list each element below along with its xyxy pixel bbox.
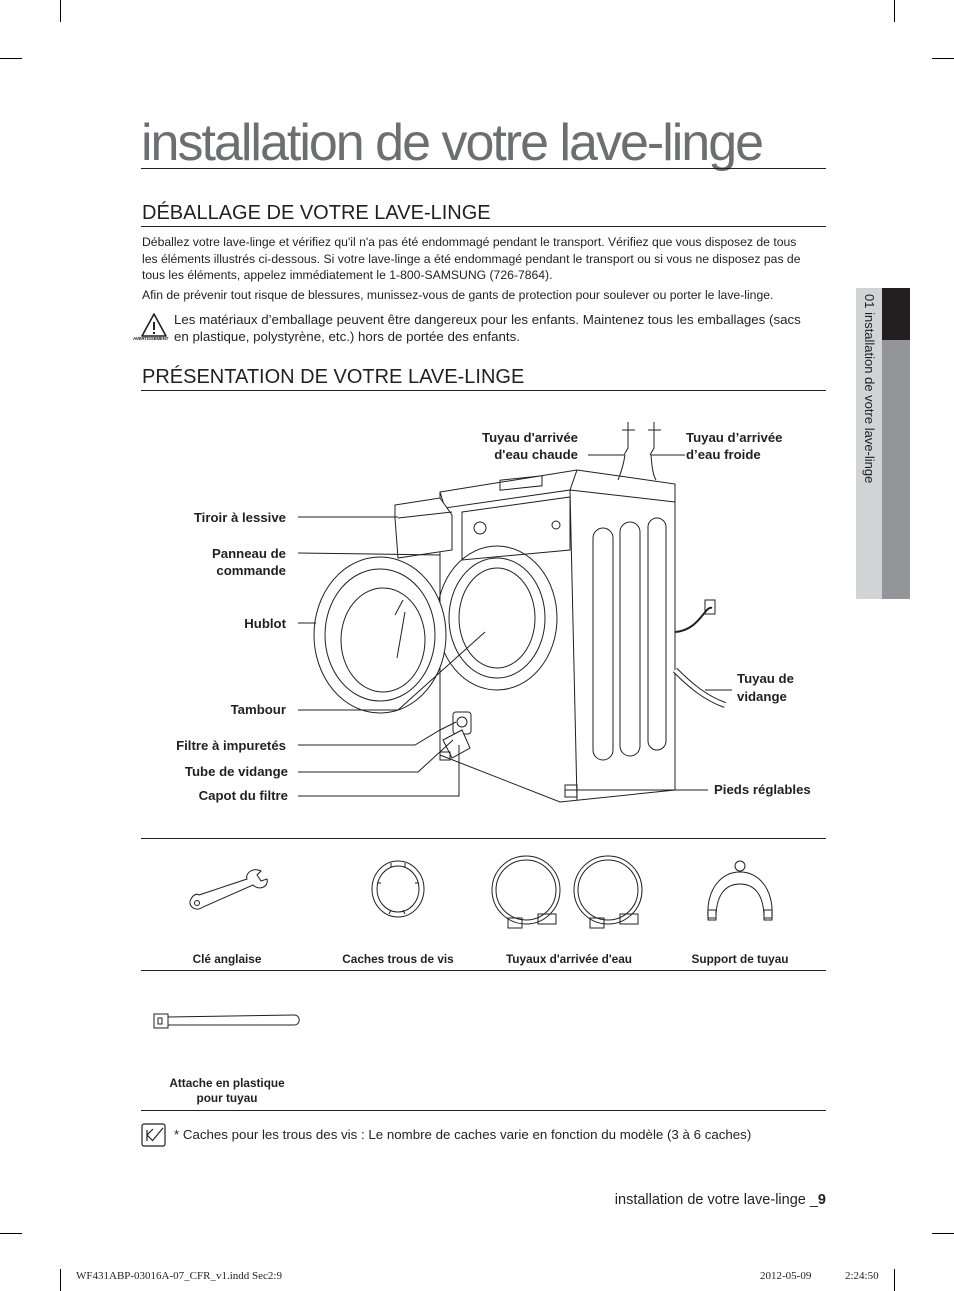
crop-mark <box>932 58 954 59</box>
crop-mark <box>932 1233 954 1234</box>
washer-diagram: Tuyau d'arrivée d'eau chaude Tuyau d’arr… <box>176 422 811 803</box>
label-control-panel-1: Panneau de <box>212 546 286 561</box>
crop-mark <box>894 1269 895 1291</box>
slug-time: 2:24:50 <box>845 1270 879 1282</box>
label-hot-hose-2: d'eau chaude <box>494 447 578 462</box>
accessory-label-water-hoses: Tuyaux d'arrivée d'eau <box>505 952 633 966</box>
chapter-tab-marker <box>882 288 910 340</box>
section-rule <box>141 390 826 391</box>
title-rule <box>141 168 826 169</box>
label-door: Hublot <box>244 616 286 631</box>
accessory-label-wrench: Clé anglaise <box>192 952 262 966</box>
label-cold-hose-1: Tuyau d’arrivée <box>686 430 783 445</box>
cable-tie-icon <box>152 1010 304 1037</box>
label-drum: Tambour <box>231 702 286 717</box>
label-filter: Filtre à impuretés <box>176 738 286 753</box>
label-drain-hose-2: vidange <box>737 689 787 704</box>
note-text: * Caches pour les trous des vis : Le nom… <box>174 1127 752 1142</box>
chapter-tab-bar <box>882 340 910 599</box>
section-heading-overview: PRÉSENTATION DE VOTRE LAVE-LINGE <box>142 366 525 388</box>
crop-mark <box>60 0 61 22</box>
accessories-top-rule <box>141 838 826 839</box>
accessory-label-hole-caps: Caches trous de vis <box>342 952 454 966</box>
page-title: installation de votre lave-linge <box>141 114 764 172</box>
accessories-bottom-rule <box>141 1110 826 1111</box>
section-heading-unpacking: DÉBALLAGE DE VOTRE LAVE-LINGE <box>142 202 491 224</box>
label-adjustable-feet: Pieds réglables <box>714 782 811 797</box>
crop-mark <box>894 0 895 22</box>
gloves-paragraph: Afin de prévenir tout risque de blessure… <box>142 288 774 302</box>
accessories-middle-rule <box>141 970 826 971</box>
label-filter-cap: Capot du filtre <box>199 788 288 803</box>
accessory-label-cable-tie-2: pour tuyau <box>196 1091 258 1105</box>
note-icon <box>141 1123 167 1152</box>
slug-file: WF431ABP-03016A-07_CFR_v1.indd Sec2:9 <box>76 1270 282 1282</box>
crop-mark <box>0 1233 22 1234</box>
warning-icon <box>136 312 172 344</box>
chapter-tab-text: 01 installation de votre lave-linge <box>862 294 877 484</box>
slug-date: 2012-05-09 <box>760 1270 812 1282</box>
crop-mark <box>0 58 22 59</box>
label-hot-hose-1: Tuyau d'arrivée <box>482 430 578 445</box>
section-rule <box>141 226 826 227</box>
label-drain-tube: Tube de vidange <box>185 764 288 779</box>
warning-icon-label: AVERTISSEMENT <box>133 336 169 341</box>
footer-running-title: installation de votre lave-linge _ <box>614 1192 818 1208</box>
accessory-label-cable-tie-1: Attache en plastique <box>169 1076 285 1090</box>
warning-text: Les matériaux d’emballage peuvent être d… <box>174 312 801 344</box>
hose-guide-icon <box>702 858 778 929</box>
unpacking-paragraph: Déballez votre lave-linge et vérifiez qu… <box>142 235 801 282</box>
label-detergent-drawer: Tiroir à lessive <box>194 510 286 525</box>
page-number: 9 <box>817 1192 826 1208</box>
label-cold-hose-2: d’eau froide <box>686 447 761 462</box>
label-control-panel-2: commande <box>216 563 286 578</box>
crop-mark <box>60 1269 61 1291</box>
label-drain-hose-1: Tuyau de <box>737 671 794 686</box>
accessory-label-hose-guide: Support de tuyau <box>691 952 789 966</box>
water-hose-icon <box>488 852 654 939</box>
hole-cap-icon <box>369 857 427 924</box>
wrench-icon <box>183 865 273 920</box>
footer-page-label: installation de votre lave-linge _9 <box>615 1192 826 1208</box>
